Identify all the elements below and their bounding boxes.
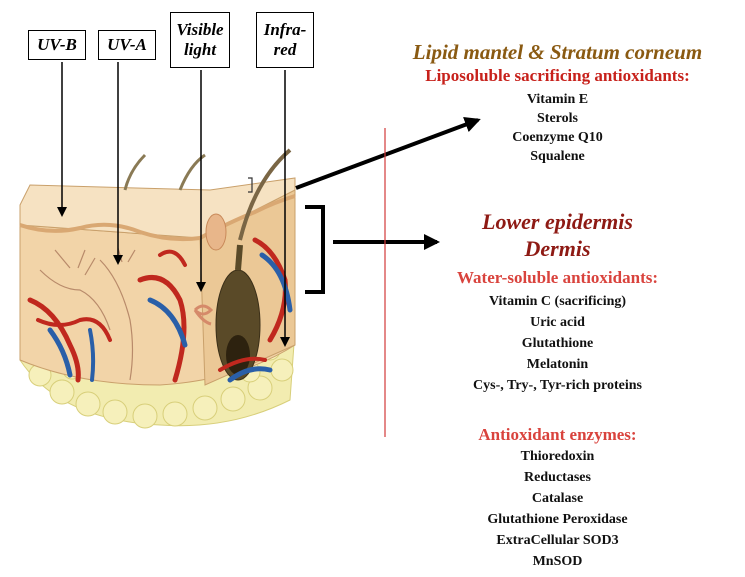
enzyme-item: Reductases: [370, 470, 745, 486]
uva-label-text: UV-A: [107, 35, 147, 55]
lipid-item: Coenzyme Q10: [370, 130, 745, 146]
enzymes-subtitle: Antioxidant enzymes:: [370, 425, 745, 445]
water-soluble-subtitle: Water-soluble antioxidants:: [370, 268, 745, 288]
dermis-bracket: [305, 207, 323, 292]
enzyme-item: ExtraCellular SOD3: [370, 533, 745, 549]
lipid-subtitle: Liposoluble sacrificing antioxidants:: [370, 66, 745, 86]
uvb-label: UV-B: [28, 30, 86, 60]
lipid-item: Sterols: [370, 111, 745, 127]
water-soluble-item: Vitamin C (sacrificing): [370, 294, 745, 310]
lipid-item: Vitamin E: [370, 92, 745, 108]
enzyme-item: Glutathione Peroxidase: [370, 512, 745, 528]
lower-title-line2: Dermis: [370, 236, 745, 262]
uva-label: UV-A: [98, 30, 156, 60]
lipid-title: Lipid mantel & Stratum corneum: [370, 40, 745, 65]
lower-title-line1: Lower epidermis: [370, 209, 745, 235]
visible-light-label: Visible light: [170, 12, 230, 68]
visible-label-line2: light: [184, 40, 216, 60]
lipid-item: Squalene: [370, 149, 745, 165]
water-soluble-item: Uric acid: [370, 315, 745, 331]
infrared-label-line1: Infra-: [264, 20, 307, 40]
water-soluble-item: Glutathione: [370, 336, 745, 352]
infrared-label-line2: red: [274, 40, 297, 60]
uvb-label-text: UV-B: [37, 35, 77, 55]
infrared-label: Infra- red: [256, 12, 314, 68]
enzyme-item: Thioredoxin: [370, 449, 745, 465]
enzyme-item: MnSOD: [370, 554, 745, 570]
enzyme-item: Catalase: [370, 491, 745, 507]
water-soluble-item: Melatonin: [370, 357, 745, 373]
water-soluble-item: Cys-, Try-, Tyr-rich proteins: [370, 378, 745, 394]
visible-label-line1: Visible: [176, 20, 223, 40]
